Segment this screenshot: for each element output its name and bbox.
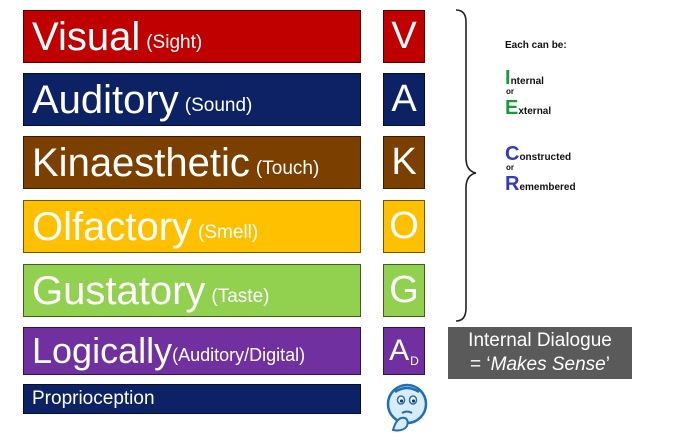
initial-letter: I bbox=[505, 67, 511, 89]
word-rest: xternal bbox=[518, 106, 552, 117]
sense-detail: (Sound) bbox=[184, 94, 253, 116]
initial-letter: E bbox=[505, 97, 519, 119]
sense-bar-auditory: Auditory (Sound) bbox=[23, 73, 361, 126]
sense-detail: (Auditory/Digital) bbox=[172, 344, 306, 365]
letter: A bbox=[389, 334, 410, 367]
sense-detail: (Touch) bbox=[255, 157, 320, 179]
letter: A bbox=[391, 78, 417, 120]
word-rest: onstructed bbox=[519, 152, 572, 163]
or-text: or bbox=[506, 87, 514, 96]
or-text: or bbox=[506, 163, 514, 172]
sense-bar-kinaesthetic: Kinaesthetic (Touch) bbox=[23, 136, 361, 189]
letter-square-g: G bbox=[383, 264, 425, 317]
letter-square-k: K bbox=[383, 136, 425, 189]
initial-letter: C bbox=[505, 143, 520, 165]
letter: G bbox=[389, 269, 419, 311]
note-external: External bbox=[505, 97, 576, 119]
modality-notes: Each can be: Internal or External Constr… bbox=[505, 40, 576, 195]
letter-subscript: D bbox=[410, 354, 419, 368]
proprioception-label: Proprioception bbox=[32, 388, 155, 409]
dialogue-suffix: ’ bbox=[605, 354, 610, 375]
internal-dialogue-box: Internal Dialogue = ‘Makes Sense’ bbox=[448, 327, 632, 379]
letter-square-o: O bbox=[383, 200, 425, 253]
sense-bar-logically: Logically (Auditory/Digital) bbox=[23, 327, 361, 375]
thinking-face-icon bbox=[386, 383, 428, 432]
dialogue-title: Internal Dialogue bbox=[468, 330, 612, 351]
letter-square-v: V bbox=[383, 10, 425, 63]
sense-bar-visual: Visual (Sight) bbox=[23, 10, 361, 63]
letter: K bbox=[391, 141, 417, 183]
dialogue-subtitle: = ‘Makes Sense’ bbox=[448, 353, 632, 377]
sense-name: Auditory bbox=[32, 77, 179, 122]
sense-name: Kinaesthetic bbox=[32, 140, 250, 185]
word-rest: emembered bbox=[519, 182, 576, 193]
dialogue-phrase: Makes Sense bbox=[490, 354, 606, 375]
word-rest: nternal bbox=[510, 76, 544, 87]
note-internal: Internal bbox=[505, 67, 576, 89]
dialogue-prefix: = ‘ bbox=[470, 354, 491, 375]
initial-letter: R bbox=[505, 173, 520, 195]
sense-detail: (Smell) bbox=[198, 221, 259, 243]
sense-name: Logically bbox=[32, 330, 173, 371]
letter: V bbox=[391, 15, 417, 57]
sense-name: Gustatory bbox=[32, 268, 206, 313]
note-remembered: Remembered bbox=[505, 173, 576, 195]
notes-header: Each can be: bbox=[505, 40, 567, 51]
letter-square-a: A bbox=[383, 73, 425, 126]
letter: O bbox=[389, 205, 419, 247]
sense-bar-olfactory: Olfactory (Smell) bbox=[23, 200, 361, 253]
sense-bar-gustatory: Gustatory (Taste) bbox=[23, 264, 361, 317]
note-constructed: Constructed bbox=[505, 143, 576, 165]
sense-name: Visual bbox=[32, 14, 141, 59]
proprioception-bar: Proprioception bbox=[23, 384, 361, 414]
sense-detail: (Taste) bbox=[211, 285, 270, 307]
sense-name: Olfactory bbox=[32, 204, 193, 249]
curly-brace bbox=[455, 9, 477, 322]
sense-detail: (Sight) bbox=[146, 31, 203, 53]
